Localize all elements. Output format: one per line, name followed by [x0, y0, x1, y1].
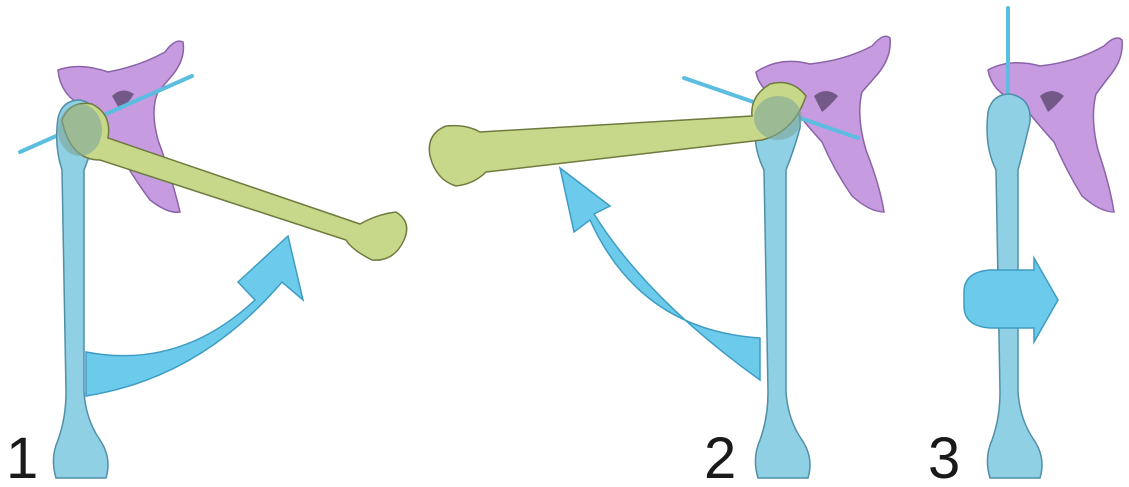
panel-label-3: 3: [928, 426, 960, 487]
movement-arrow-1: [86, 236, 303, 396]
humeral-head-1: [58, 104, 102, 156]
panel-2: 2: [429, 36, 890, 487]
panel-1: 1: [6, 41, 407, 487]
panel-3: 3: [928, 8, 1122, 487]
movement-arrow-2: [560, 168, 760, 380]
humerus-moved-2: [429, 83, 806, 187]
humeral-head-2: [754, 96, 802, 140]
humerus-rest-2: [755, 98, 810, 478]
panel-label-1: 1: [6, 426, 38, 487]
panel-label-2: 2: [704, 426, 736, 487]
